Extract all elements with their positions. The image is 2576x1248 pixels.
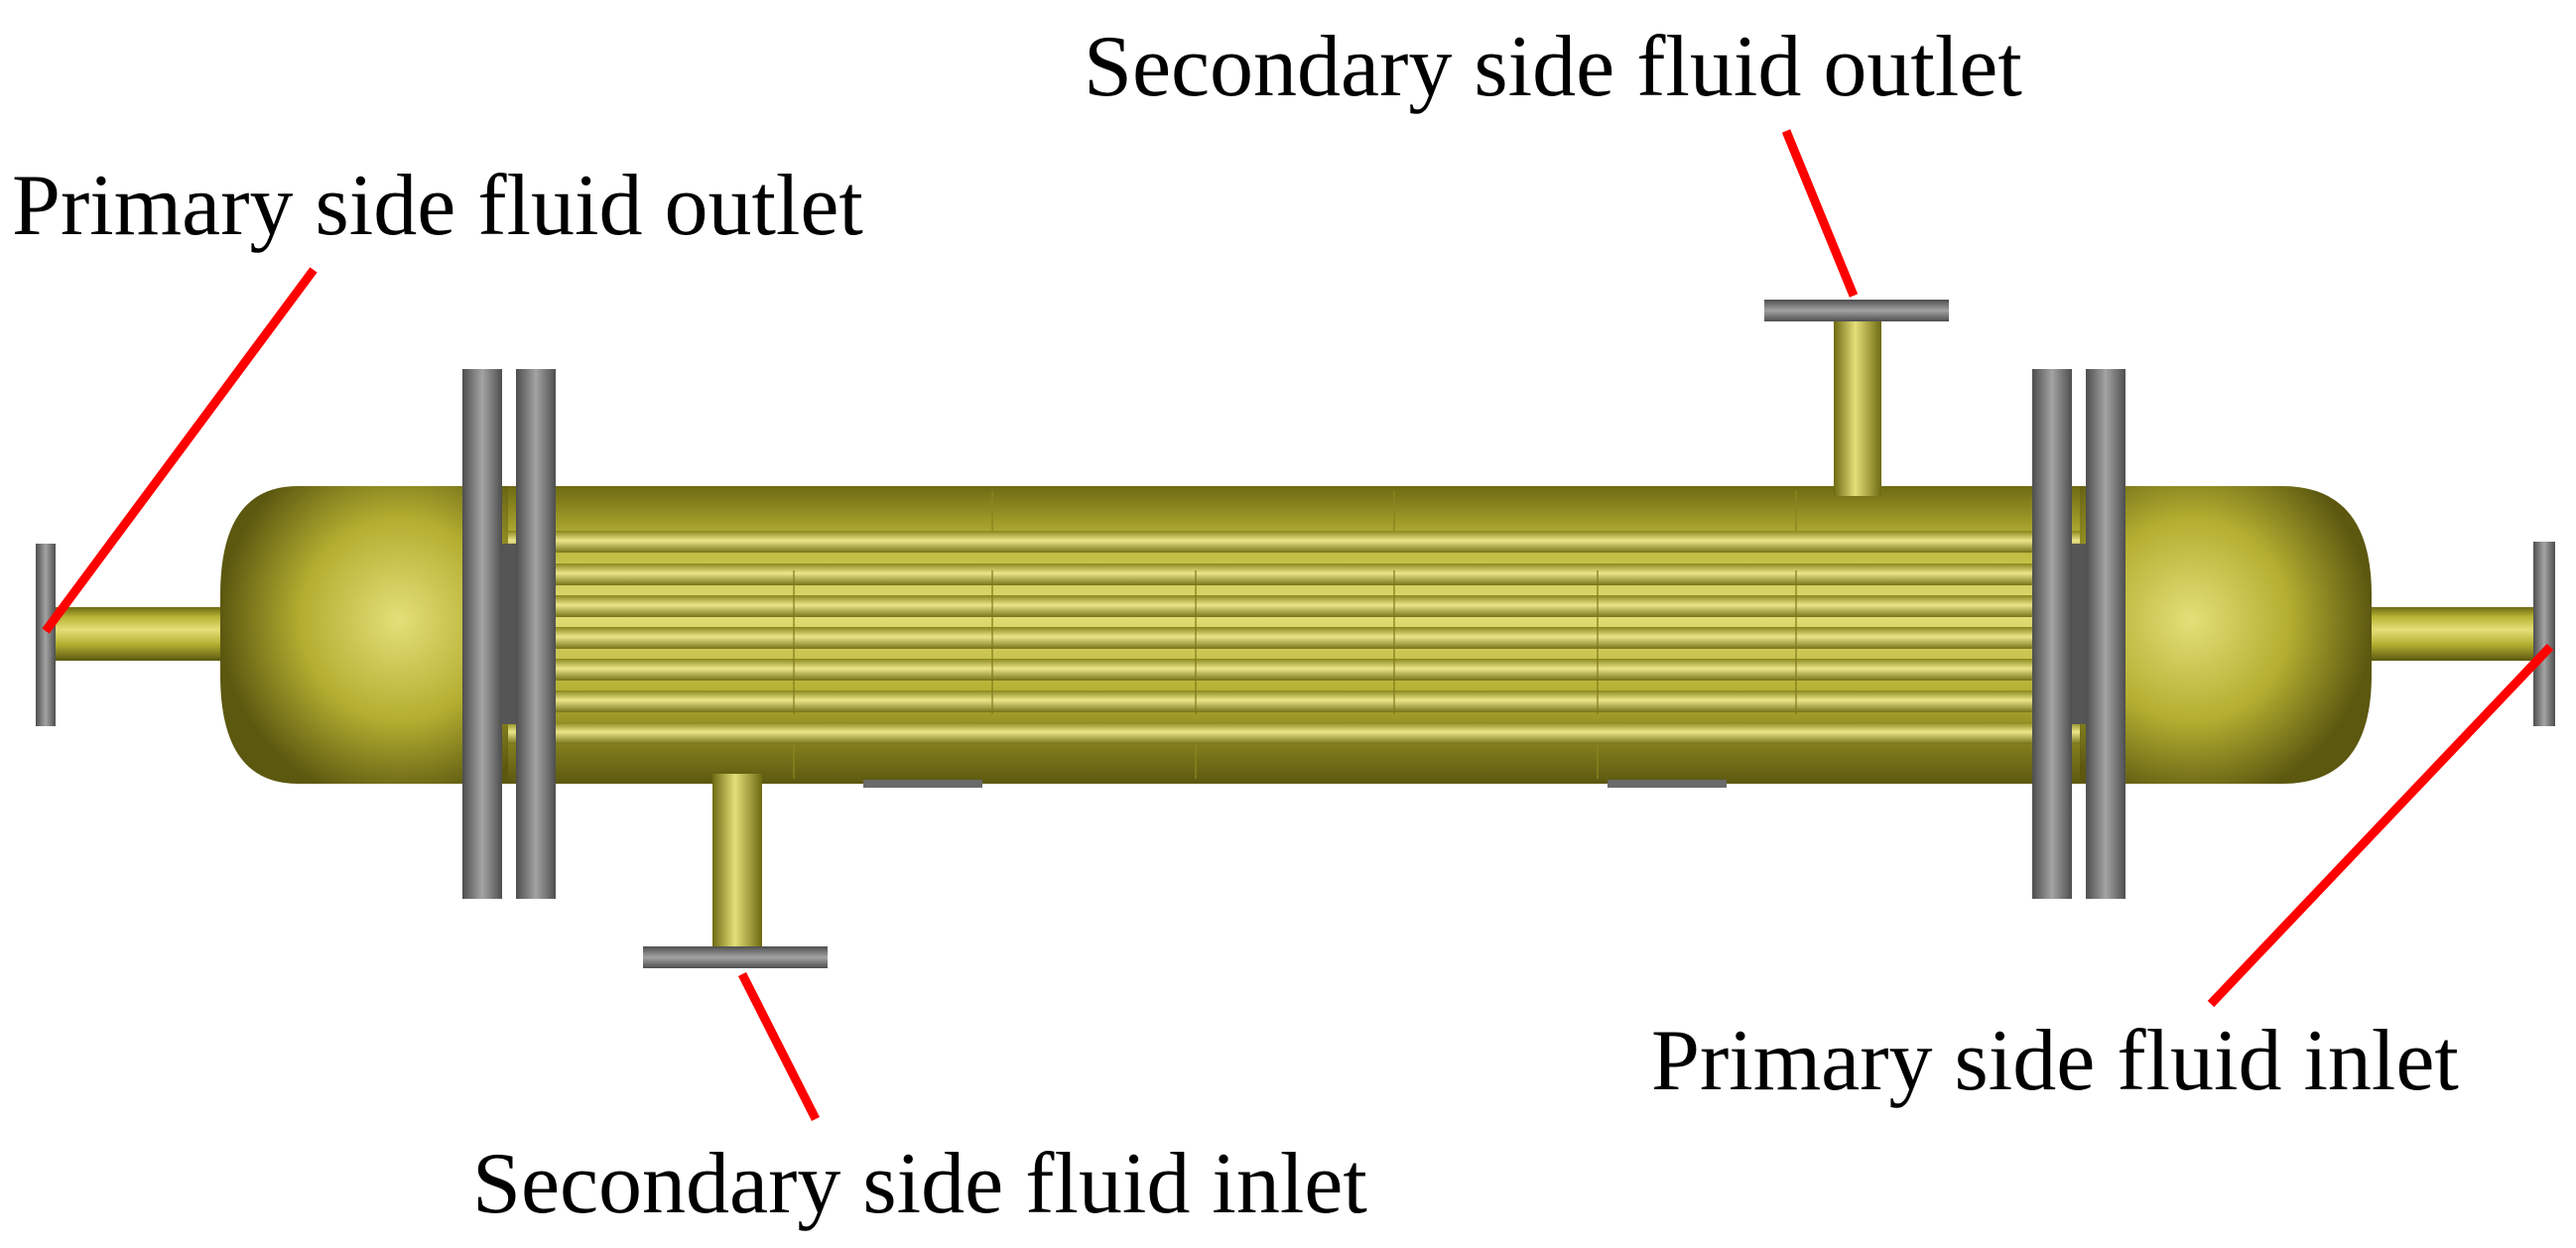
right-flange-pair — [2032, 369, 2125, 899]
secondary-outlet-label: Secondary side fluid outlet — [1084, 19, 2022, 115]
support-right — [1608, 780, 1727, 788]
arrow-secondary-outlet — [1781, 129, 1859, 298]
baffle-lines — [793, 570, 1797, 714]
arrow-primary-inlet — [2207, 643, 2554, 1008]
left-channel-head — [220, 486, 508, 784]
arrow-secondary-inlet — [737, 971, 821, 1122]
support-left — [863, 780, 982, 788]
left-flange-pair — [462, 369, 556, 899]
right-channel-head — [2080, 486, 2372, 784]
primary-outlet-nozzle — [36, 544, 238, 726]
primary-outlet-label: Primary side fluid outlet — [12, 158, 863, 254]
secondary-inlet-nozzle — [643, 774, 828, 968]
callout-arrows — [42, 129, 2554, 1122]
secondary-inlet-label: Secondary side fluid inlet — [472, 1136, 1367, 1232]
tube-bundle — [508, 531, 2080, 744]
secondary-outlet-nozzle — [1764, 300, 1949, 496]
primary-inlet-nozzle — [2367, 542, 2555, 726]
arrow-primary-outlet — [42, 267, 318, 634]
primary-inlet-label: Primary side fluid inlet — [1651, 1013, 2459, 1109]
